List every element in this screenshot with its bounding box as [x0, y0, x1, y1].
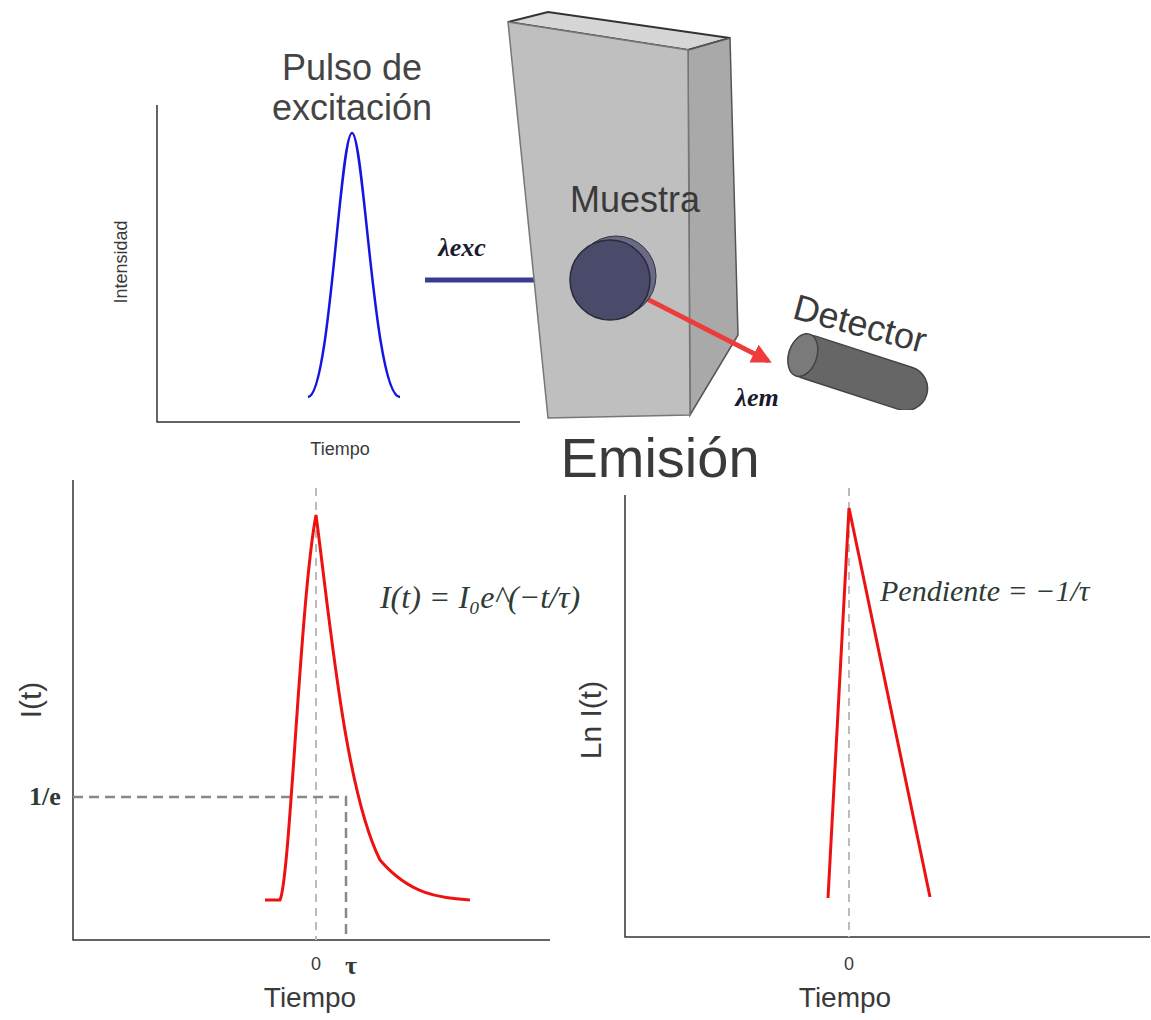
axis-label: Tiempo	[264, 983, 356, 1014]
decay-curve	[265, 515, 470, 900]
tick-label: 0	[311, 955, 321, 975]
section-title: Emisión	[560, 427, 759, 489]
guide-line	[848, 488, 850, 937]
cuvette-front	[508, 22, 690, 418]
tick-label: 1/e	[29, 783, 61, 812]
guide-line	[73, 797, 346, 940]
axis-label: Ln I(t)	[574, 681, 607, 759]
excitation-pulse	[308, 133, 400, 397]
sample-disc	[570, 240, 650, 320]
wavelength-label: λem	[735, 384, 778, 413]
sample: Muestra	[560, 178, 710, 328]
axes	[625, 495, 1150, 937]
plot-title: Pulso de excitación	[242, 48, 462, 127]
equation: I(t) = I₀e^(−t/τ)	[380, 580, 580, 615]
node-label: Muestra	[570, 182, 700, 218]
axis-label: Tiempo	[310, 440, 369, 460]
cuvette-side	[688, 38, 738, 415]
emission-arrow	[647, 299, 768, 361]
axes	[157, 105, 520, 422]
wavelength-label: λexc	[438, 234, 486, 263]
axis-label: Tiempo	[799, 983, 891, 1014]
detector-face	[783, 330, 823, 380]
tick-label: 0	[844, 955, 854, 975]
detector: Detector	[770, 290, 960, 410]
equation: Pendiente = −1/τ	[880, 574, 1090, 607]
log-decay-line	[828, 508, 930, 898]
tick-label: τ	[345, 952, 357, 981]
axis-label: Intensidad	[112, 220, 132, 303]
axis-label: I(t)	[14, 682, 47, 719]
axes	[73, 480, 550, 940]
guide-line	[315, 488, 317, 940]
